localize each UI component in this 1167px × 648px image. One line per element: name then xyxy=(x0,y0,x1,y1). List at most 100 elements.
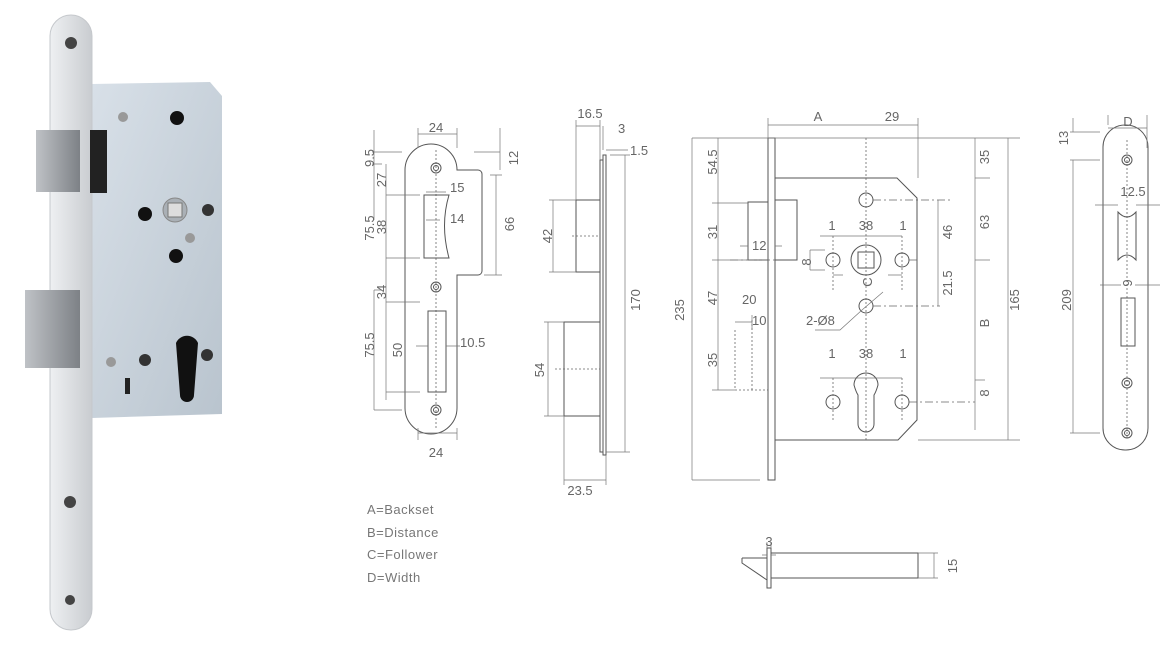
dim-distance-b: B xyxy=(977,319,992,328)
dim-label: 8 xyxy=(977,389,992,396)
screw-hole-icon xyxy=(1121,427,1133,439)
dim-label: 16.5 xyxy=(577,106,602,121)
dim-label: 12 xyxy=(752,238,766,253)
legend-backset: A=Backset xyxy=(367,502,434,517)
dim-label: 1 xyxy=(828,346,835,361)
dim-label: 13 xyxy=(1056,131,1071,145)
dim-label: 9 xyxy=(1120,279,1135,286)
screw xyxy=(118,112,128,122)
dim-label: 1 xyxy=(899,218,906,233)
dim-label: 46 xyxy=(940,225,955,239)
dim-label: 31 xyxy=(705,225,720,239)
dim-label: 75.5 xyxy=(362,215,377,240)
dim-label: 10.5 xyxy=(460,335,485,350)
dim-label: 35 xyxy=(705,353,720,367)
latch-housing xyxy=(774,199,798,261)
dead-bolt xyxy=(25,290,80,368)
screw-hole-icon xyxy=(430,404,442,416)
bolt-opening xyxy=(1120,297,1136,347)
cylinder-cutout-icon xyxy=(853,372,879,433)
faceplate-drawing: D 13 12.5 9 209 xyxy=(1056,114,1160,451)
dim-label: 38 xyxy=(859,218,873,233)
dim-label: 1.5 xyxy=(630,143,648,158)
dim-label: 23.5 xyxy=(567,483,592,498)
dim-width-d: D xyxy=(1123,114,1132,129)
strike-plate-drawing: 24 9.5 27 15 14 38 75.5 66 12 34 75.5 50… xyxy=(362,120,521,460)
strike-plate-outline xyxy=(404,143,483,435)
lock-photo xyxy=(25,14,222,631)
dim-width-bottom: 24 xyxy=(429,445,443,460)
latch-opening xyxy=(1117,210,1137,262)
dim-label: 75.5 xyxy=(362,332,377,357)
latch-opening xyxy=(90,130,107,193)
dim-label: 3 xyxy=(765,534,772,549)
dim-label: 47 xyxy=(705,291,720,305)
dim-width-top: 24 xyxy=(429,120,443,135)
screw-hole-icon xyxy=(1121,154,1133,166)
dim-label: 21.5 xyxy=(940,270,955,295)
screw-hole-icon xyxy=(430,162,442,174)
dim-label: 10 xyxy=(752,313,766,328)
dim-label: 42 xyxy=(540,229,555,243)
case-hole xyxy=(202,204,214,216)
dim-hole-diameter: 2-Ø8 xyxy=(806,313,835,328)
dim-label: 20 xyxy=(742,292,756,307)
latch-bolt xyxy=(36,130,80,192)
dim-label: 12 xyxy=(506,151,521,165)
dim-label: 38 xyxy=(859,346,873,361)
dim-label: 63 xyxy=(977,215,992,229)
dim-label: 235 xyxy=(672,299,687,321)
dim-follower-c: C xyxy=(860,277,875,286)
cylinder-cutout xyxy=(176,335,198,402)
dim-label: 1 xyxy=(899,346,906,361)
slot xyxy=(125,378,130,394)
dim-label: 15 xyxy=(450,180,464,195)
screw xyxy=(185,233,195,243)
dim-label: 15 xyxy=(945,559,960,573)
faceplate-outline xyxy=(1102,124,1149,451)
dim-label: 14 xyxy=(450,211,464,226)
dim-label: 1 xyxy=(828,218,835,233)
follower-hub-icon xyxy=(850,244,882,276)
lock-case-outline xyxy=(775,177,918,441)
dim-label: 54 xyxy=(532,363,547,377)
dim-label: 12.5 xyxy=(1120,184,1145,199)
dim-label: 9.5 xyxy=(362,149,377,167)
screw xyxy=(106,357,116,367)
legend-follower: C=Follower xyxy=(367,547,438,562)
legend: A=Backset B=Distance C=Follower D=Width xyxy=(367,502,439,585)
lock-body-drawing: A 29 235 54.5 12 31 47 20 10 35 1 38 1 8… xyxy=(672,109,1022,481)
latch-bolt-drawing: 3 15 xyxy=(741,534,960,589)
dim-label: 66 xyxy=(502,217,517,231)
follower-square xyxy=(167,202,183,218)
bolt-opening xyxy=(427,310,447,393)
screw-hole xyxy=(65,37,77,49)
dim-label: 165 xyxy=(1007,289,1022,311)
dim-label: 50 xyxy=(390,343,405,357)
screw-hole xyxy=(64,496,76,508)
dim-backset-a: A xyxy=(814,109,823,124)
case-hole xyxy=(170,111,184,125)
dim-label: 170 xyxy=(628,289,643,311)
screw-hole-icon xyxy=(1121,377,1133,389)
dim-label: 29 xyxy=(885,109,899,124)
latch-opening xyxy=(423,194,450,259)
legend-width: D=Width xyxy=(367,570,421,585)
follower-square xyxy=(857,251,875,269)
dim-label: 3 xyxy=(618,121,625,136)
case-hole xyxy=(139,354,151,366)
screw-hole-icon xyxy=(430,281,442,293)
screw-hole xyxy=(65,595,75,605)
lock-case xyxy=(92,82,222,418)
dim-label: 27 xyxy=(374,173,389,187)
dim-label: 209 xyxy=(1059,289,1074,311)
dim-label: 35 xyxy=(977,150,992,164)
case-hole xyxy=(201,349,213,361)
side-view-drawing: 16.5 3 1.5 42 170 54 23.5 xyxy=(532,106,648,498)
dim-label: 54.5 xyxy=(705,149,720,174)
front-plate xyxy=(767,137,776,481)
dim-label: 38 xyxy=(374,220,389,234)
legend-distance: B=Distance xyxy=(367,525,439,540)
dim-label: 8 xyxy=(799,258,814,265)
